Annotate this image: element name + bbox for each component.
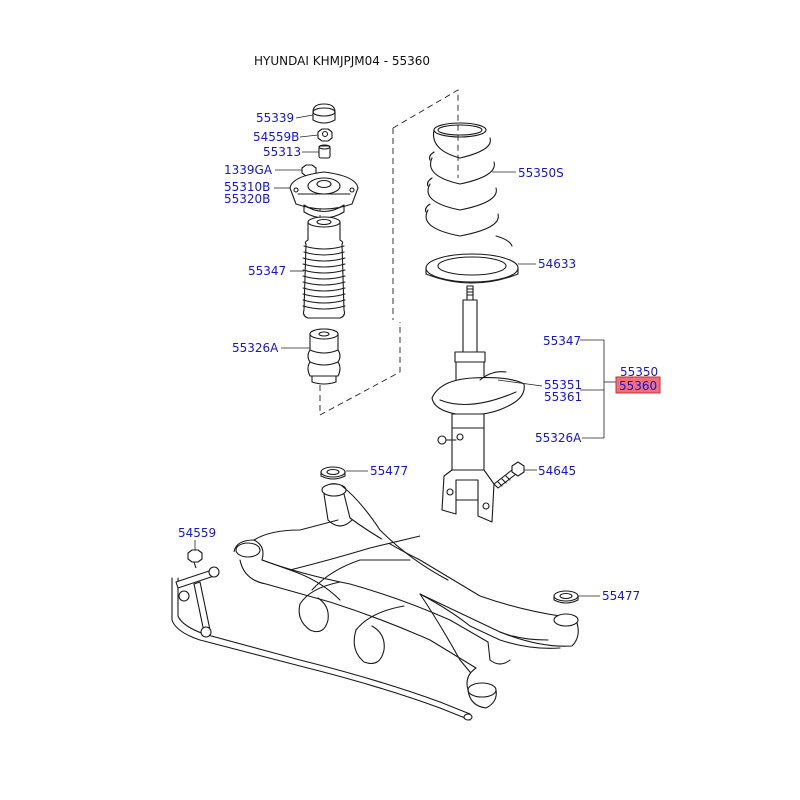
part-55477-insulator-right[interactable] xyxy=(553,590,579,604)
label-1339ga[interactable]: 1339GA xyxy=(224,163,273,177)
label-54559b[interactable]: 54559B xyxy=(253,130,299,144)
part-strut-assembly[interactable] xyxy=(431,285,525,523)
label-54559[interactable]: 54559 xyxy=(178,526,216,540)
label-55347-group[interactable]: 55347 xyxy=(543,334,581,348)
label-55326a-bump[interactable]: 55326A xyxy=(232,341,279,355)
label-55351[interactable]: 55351 xyxy=(544,378,582,392)
label-55347-boot[interactable]: 55347 xyxy=(248,264,286,278)
label-55477-right[interactable]: 55477 xyxy=(602,589,640,603)
label-55313[interactable]: 55313 xyxy=(263,145,301,159)
part-subframe xyxy=(233,483,579,709)
part-55310b-strut-mount[interactable] xyxy=(289,171,359,219)
label-55477-top[interactable]: 55477 xyxy=(370,464,408,478)
label-55350[interactable]: 55350 xyxy=(620,365,658,379)
part-55477-insulator-top[interactable] xyxy=(320,466,346,480)
part-stabilizer-bar xyxy=(171,577,473,721)
highlight-55360[interactable] xyxy=(615,376,661,394)
diagram-title: HYUNDAI KHMJPJM04 - 55360 xyxy=(254,54,430,68)
leader-lines xyxy=(194,114,616,597)
part-54645-bolt[interactable] xyxy=(493,461,525,489)
label-54633[interactable]: 54633 xyxy=(538,257,576,271)
label-55360[interactable]: 55360 xyxy=(619,379,657,393)
part-55313-washer[interactable] xyxy=(318,144,331,159)
part-labels: 55339 54559B 55313 1339GA 55310B 55320B … xyxy=(178,111,658,603)
label-54645[interactable]: 54645 xyxy=(538,464,576,478)
part-54633-spring-pad[interactable] xyxy=(425,253,519,284)
label-55320b[interactable]: 55320B xyxy=(224,192,270,206)
part-54559b-nut[interactable] xyxy=(317,128,333,142)
part-54559-stabilizer-link[interactable] xyxy=(175,549,220,638)
label-55361[interactable]: 55361 xyxy=(544,390,582,404)
part-55339-cap[interactable] xyxy=(312,103,336,124)
assembly-outline xyxy=(319,89,459,416)
label-55326a-group[interactable]: 55326A xyxy=(535,431,582,445)
part-55347-dust-boot[interactable] xyxy=(302,216,346,319)
label-55339[interactable]: 55339 xyxy=(256,111,294,125)
label-55310b[interactable]: 55310B xyxy=(224,180,270,194)
label-55350s[interactable]: 55350S xyxy=(518,166,564,180)
part-55326a-bump-stop[interactable] xyxy=(307,328,341,385)
part-55350s-coil-spring[interactable] xyxy=(424,122,513,247)
